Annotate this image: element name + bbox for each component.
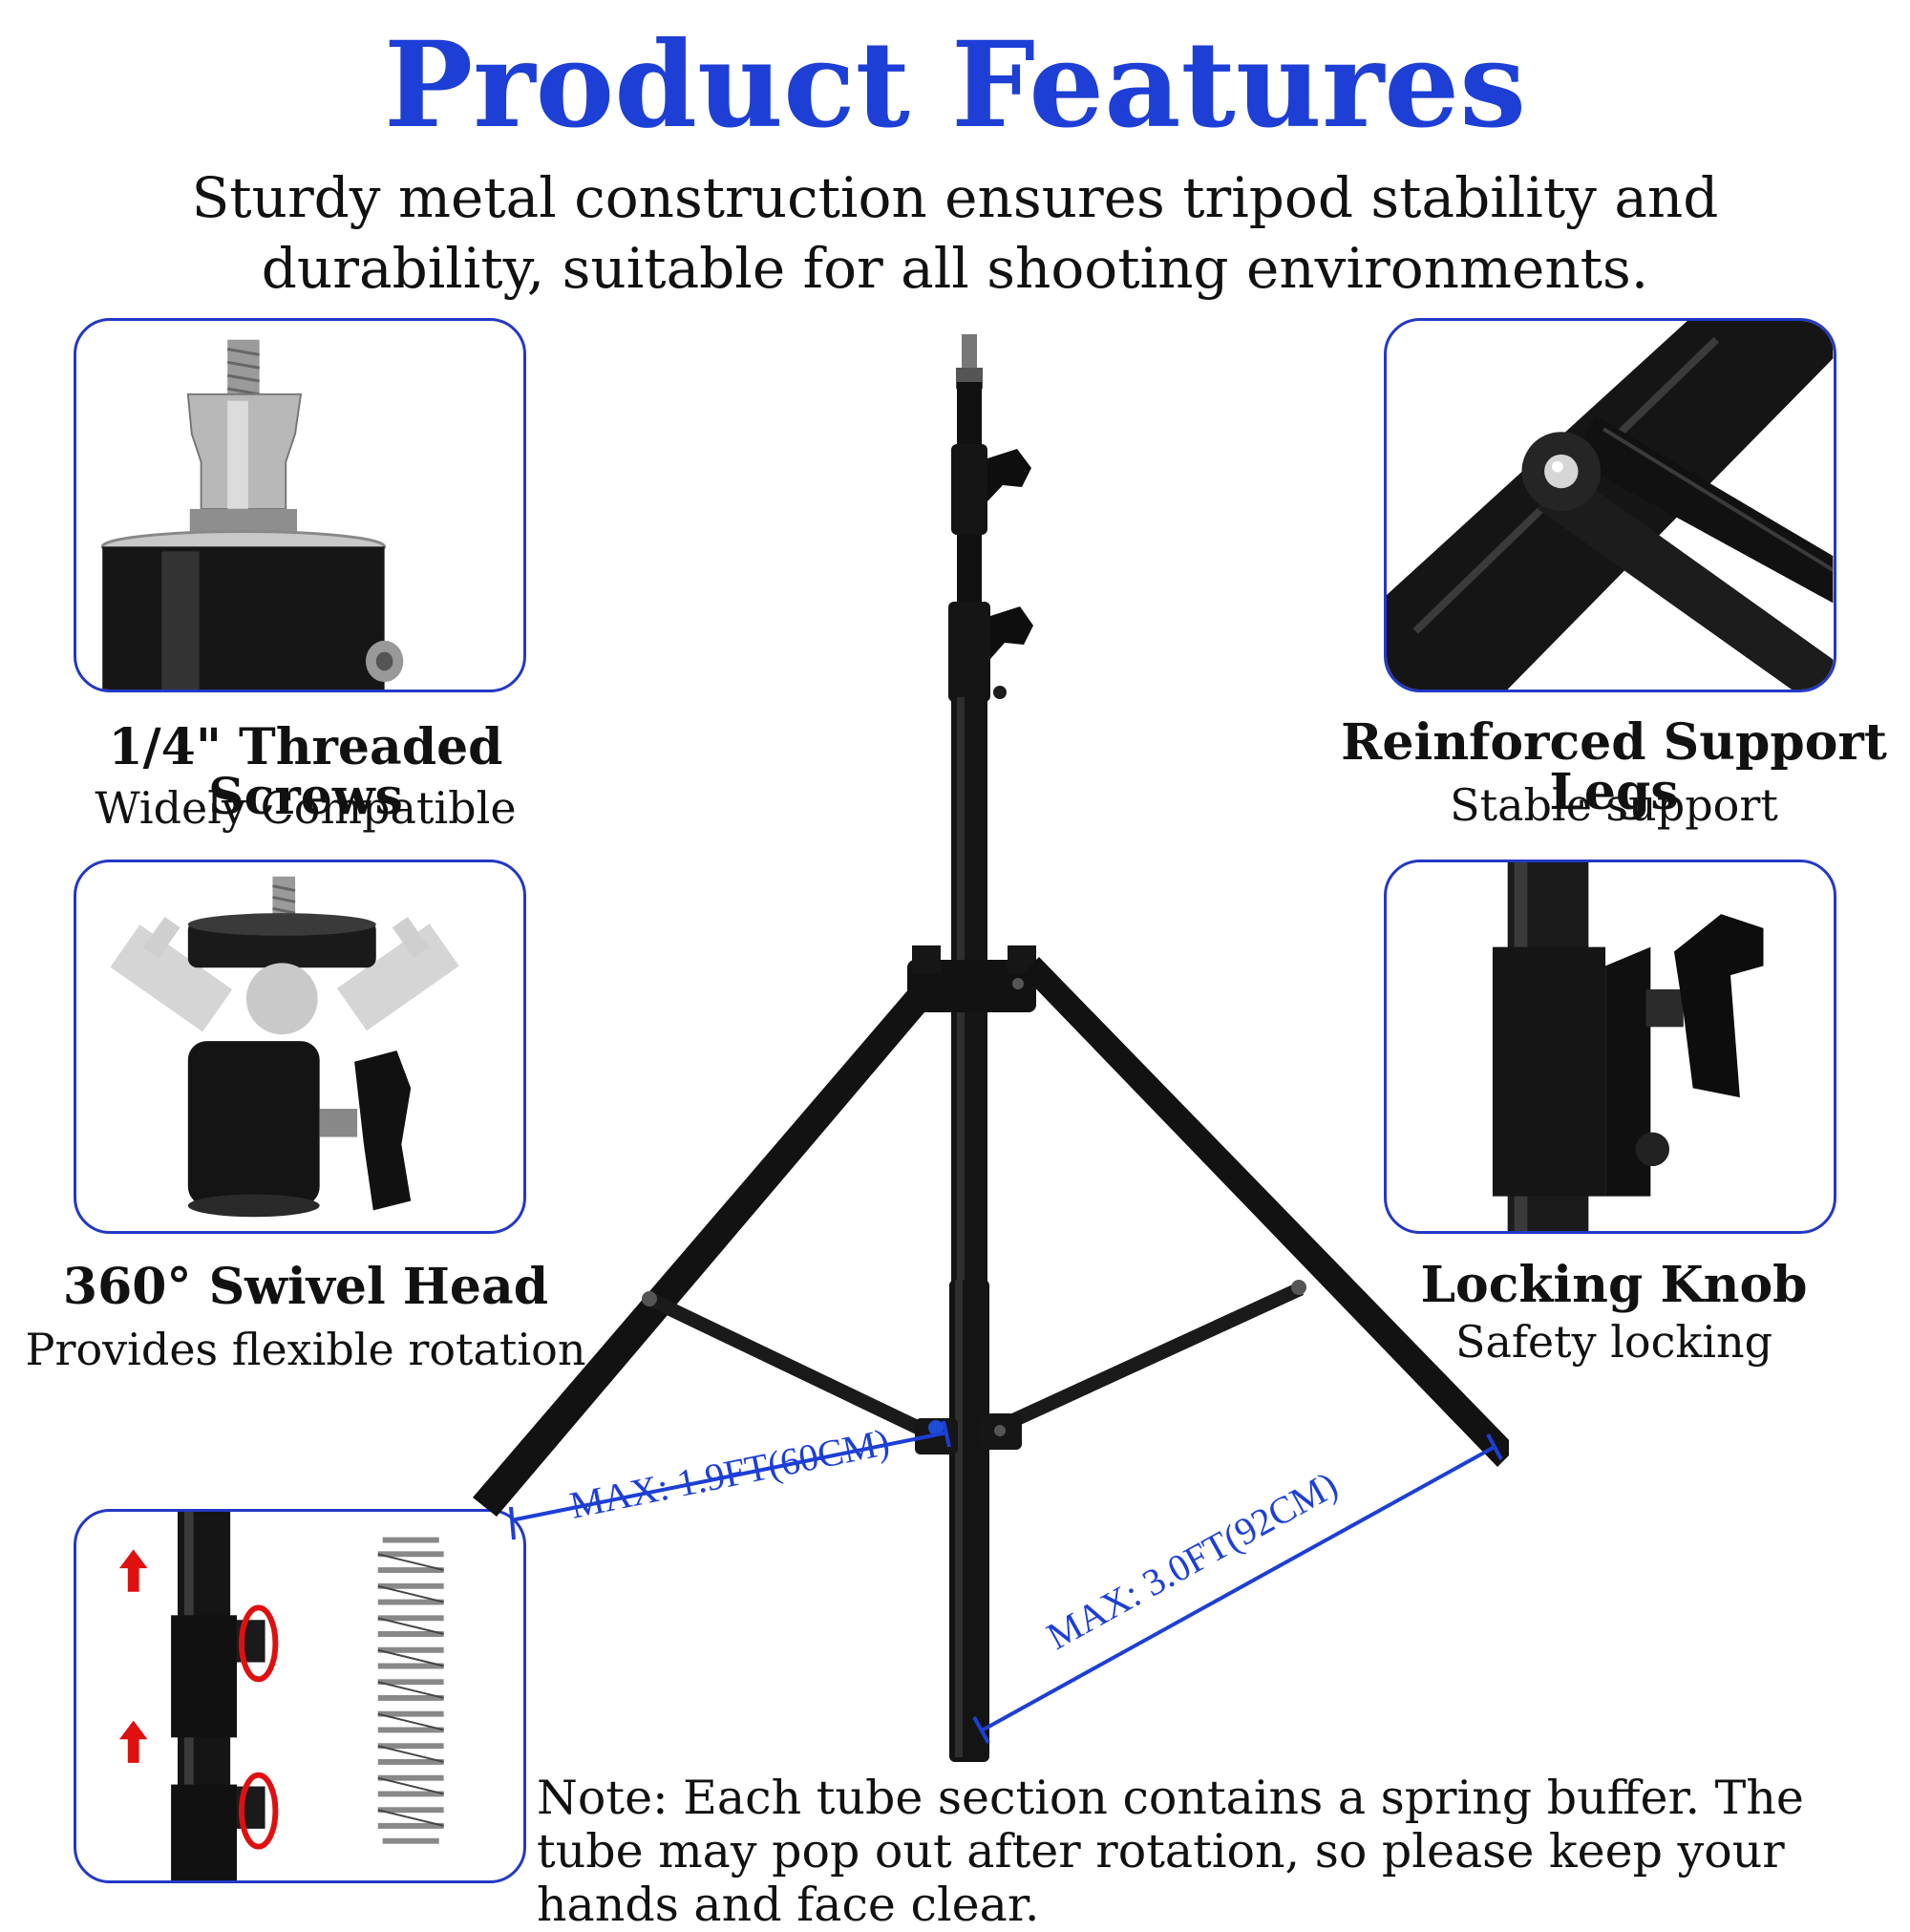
tripod-stand-image: MAX: 1.9FT(60CM) MAX: 3.0FT(92CM) <box>473 334 1509 1762</box>
swivel-head-card <box>74 860 526 1234</box>
feature-subtitle-swivel-head: Provides flexible rotation <box>25 1324 586 1375</box>
feature-title-locking-knob: Locking Knob <box>1420 1256 1808 1314</box>
feature-title-threaded-screws: 1/4" Threaded Screws <box>108 718 503 826</box>
threaded-screw-card <box>74 318 526 692</box>
leg-length-dimension-label: MAX: 3.0FT(92CM) <box>1040 1463 1345 1658</box>
support-legs-card <box>1384 318 1836 692</box>
spring-buffer-image <box>118 1512 444 1880</box>
locking-knob-image <box>1492 862 1764 1231</box>
spring-buffer-card <box>74 1509 526 1883</box>
leg-span-dimension-label: MAX: 1.9FT(60CM) <box>566 1420 893 1527</box>
feature-subtitle-locking-knob: Safety locking <box>1454 1316 1773 1368</box>
feature-title-swivel-head: 360° Swivel Head <box>62 1258 549 1316</box>
leg-joint-image <box>1387 321 1834 690</box>
threaded-screw-image <box>100 339 404 690</box>
safety-note: Note: Each tube section contains a sprin… <box>537 1771 1804 1932</box>
page-subtitle: Sturdy metal construction ensures tripod… <box>191 165 1719 301</box>
feature-subtitle-threaded-screws: Widely Compatible <box>95 782 517 834</box>
feature-subtitle-support-legs: Stable support <box>1450 779 1778 831</box>
page-title: Product Features <box>383 16 1527 155</box>
ball-head-image <box>110 876 459 1218</box>
locking-knob-card <box>1384 860 1836 1234</box>
feature-title-support-legs: Reinforced Support Legs <box>1341 713 1887 821</box>
